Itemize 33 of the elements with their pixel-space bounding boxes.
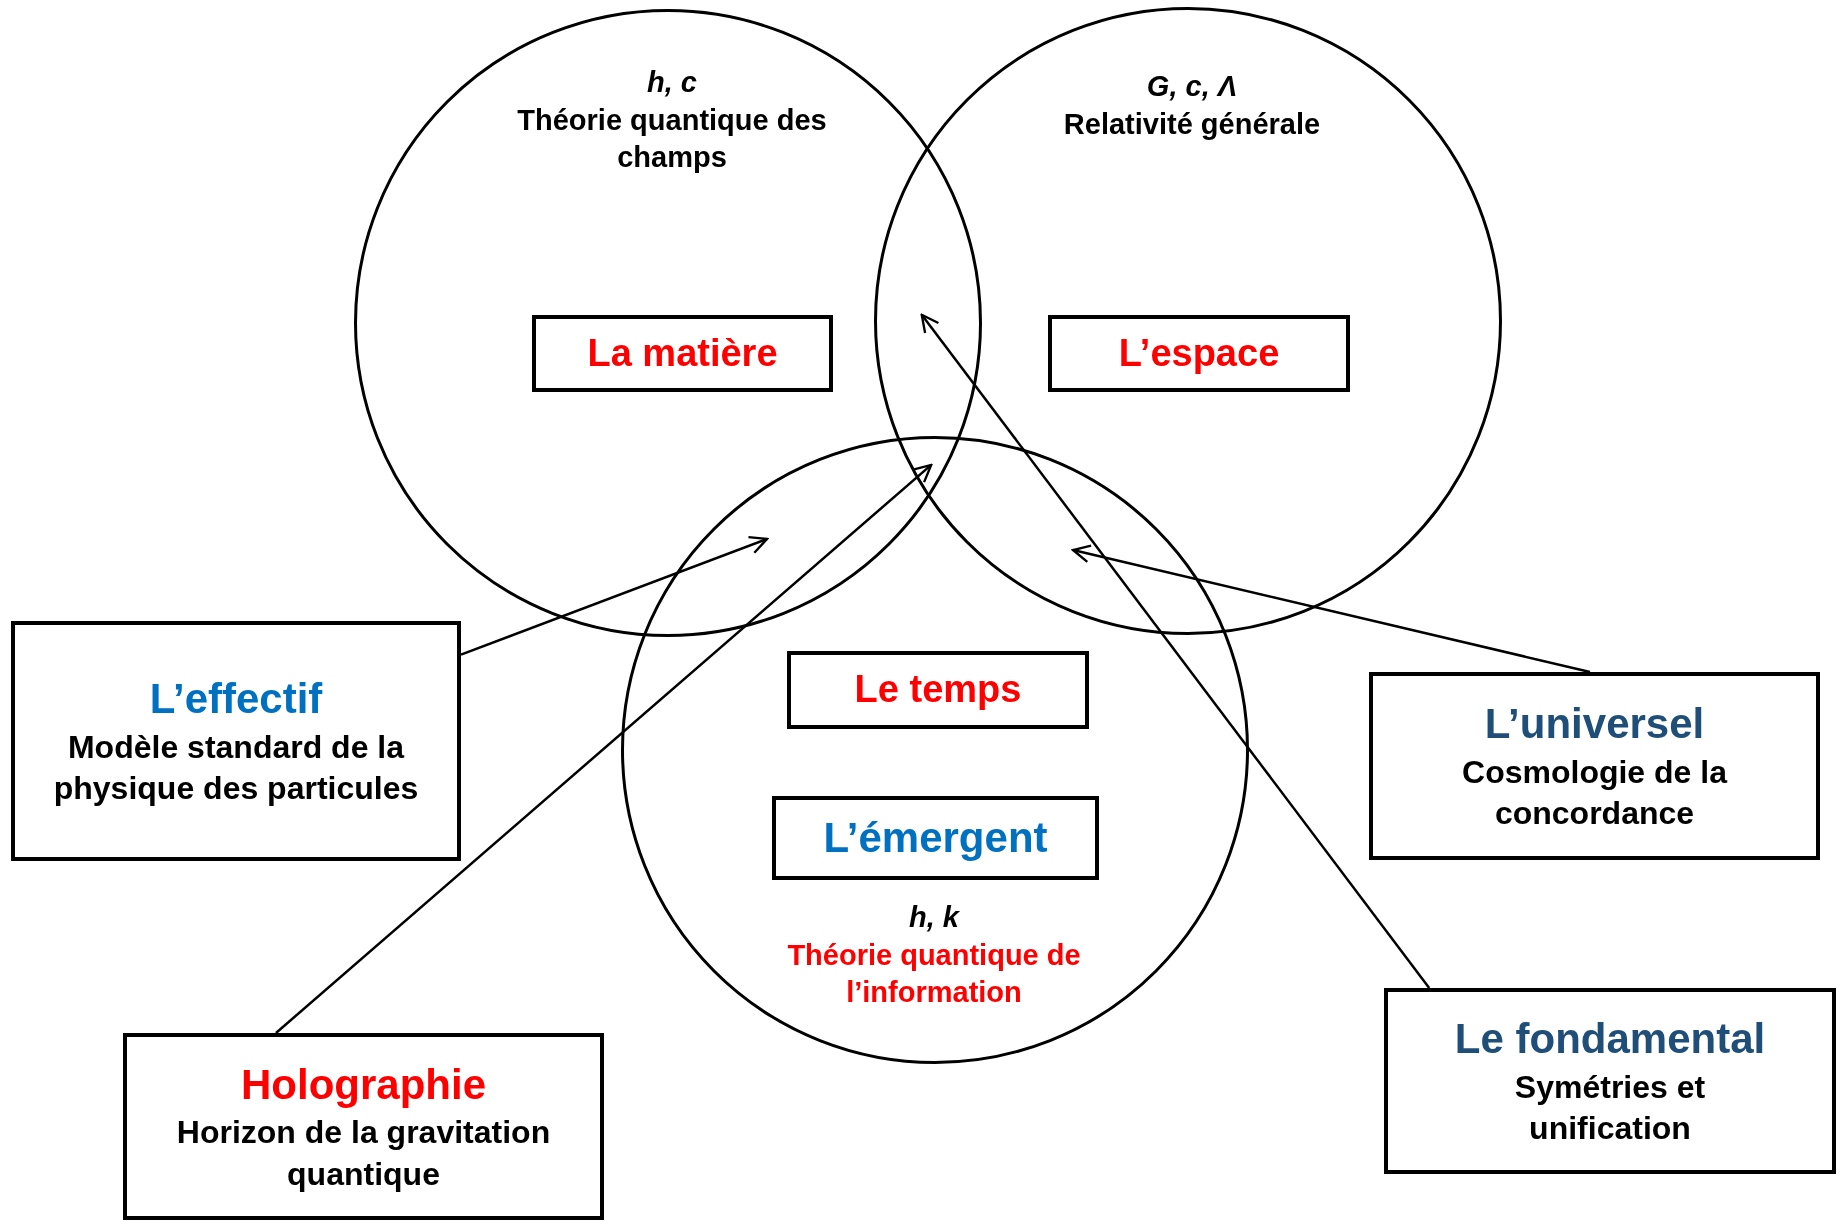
venn-circle xyxy=(621,436,1249,1064)
label-box xyxy=(532,315,833,392)
arrow xyxy=(275,463,933,1034)
label-box xyxy=(772,796,1099,880)
venn-circle xyxy=(354,9,982,637)
theory-name: Théorie quantique de l’information xyxy=(786,937,1082,1011)
box-title: Holographie xyxy=(241,1059,486,1110)
label-box xyxy=(787,651,1089,729)
box-text: Symétries et unification xyxy=(1513,1067,1707,1149)
box-title: L’effectif xyxy=(149,674,323,725)
box-title: L’espace xyxy=(1118,330,1280,376)
constant-symbols: h, k xyxy=(909,900,959,935)
arrow xyxy=(460,535,769,656)
theory-name: Théorie quantique des champs xyxy=(516,102,828,176)
box-text: Modèle standard de la physique des particules xyxy=(52,727,420,809)
theory-name: Relativité générale xyxy=(1063,106,1321,142)
box-text: Horizon de la gravitation quantique xyxy=(175,1113,552,1194)
box-title: La matière xyxy=(587,330,778,376)
box-text: Cosmologie de la concordance xyxy=(1461,752,1729,834)
venn-circle xyxy=(874,7,1502,635)
label-box xyxy=(1384,988,1836,1174)
arrow xyxy=(920,313,1431,989)
arrow xyxy=(1071,544,1591,674)
label-box xyxy=(1048,315,1350,392)
constant-symbols: G, c, Λ xyxy=(1146,69,1238,104)
box-title: Le temps xyxy=(854,667,1022,713)
box-title: L’universel xyxy=(1484,699,1705,750)
constant-symbols: h, c xyxy=(647,65,697,100)
box-title: L’émergent xyxy=(823,812,1048,863)
label-box xyxy=(11,621,461,861)
box-title: Le fondamental xyxy=(1454,1014,1766,1065)
label-box xyxy=(123,1033,604,1220)
label-box xyxy=(1369,672,1820,860)
